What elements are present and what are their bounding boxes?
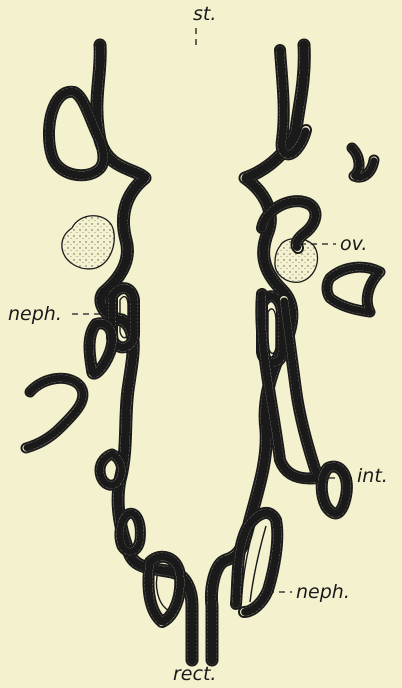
label-int: int. [357, 465, 388, 487]
left-lower-loop [26, 378, 83, 448]
label-neph-left: neph. [8, 303, 62, 325]
tubules-group [26, 45, 380, 660]
right-lower-loop [322, 467, 347, 514]
label-neph-right: neph. [296, 581, 350, 603]
label-st: st. [193, 3, 216, 25]
label-rect: rect. [173, 663, 216, 685]
left-lower-nephridium-inner [156, 572, 168, 610]
left-ovary [62, 216, 114, 269]
right-side-loop [327, 267, 380, 312]
label-ov: ov. [340, 233, 367, 255]
left-mid-loop [90, 323, 113, 373]
left-small-diamond [100, 454, 122, 485]
right-small-hook [352, 148, 374, 177]
